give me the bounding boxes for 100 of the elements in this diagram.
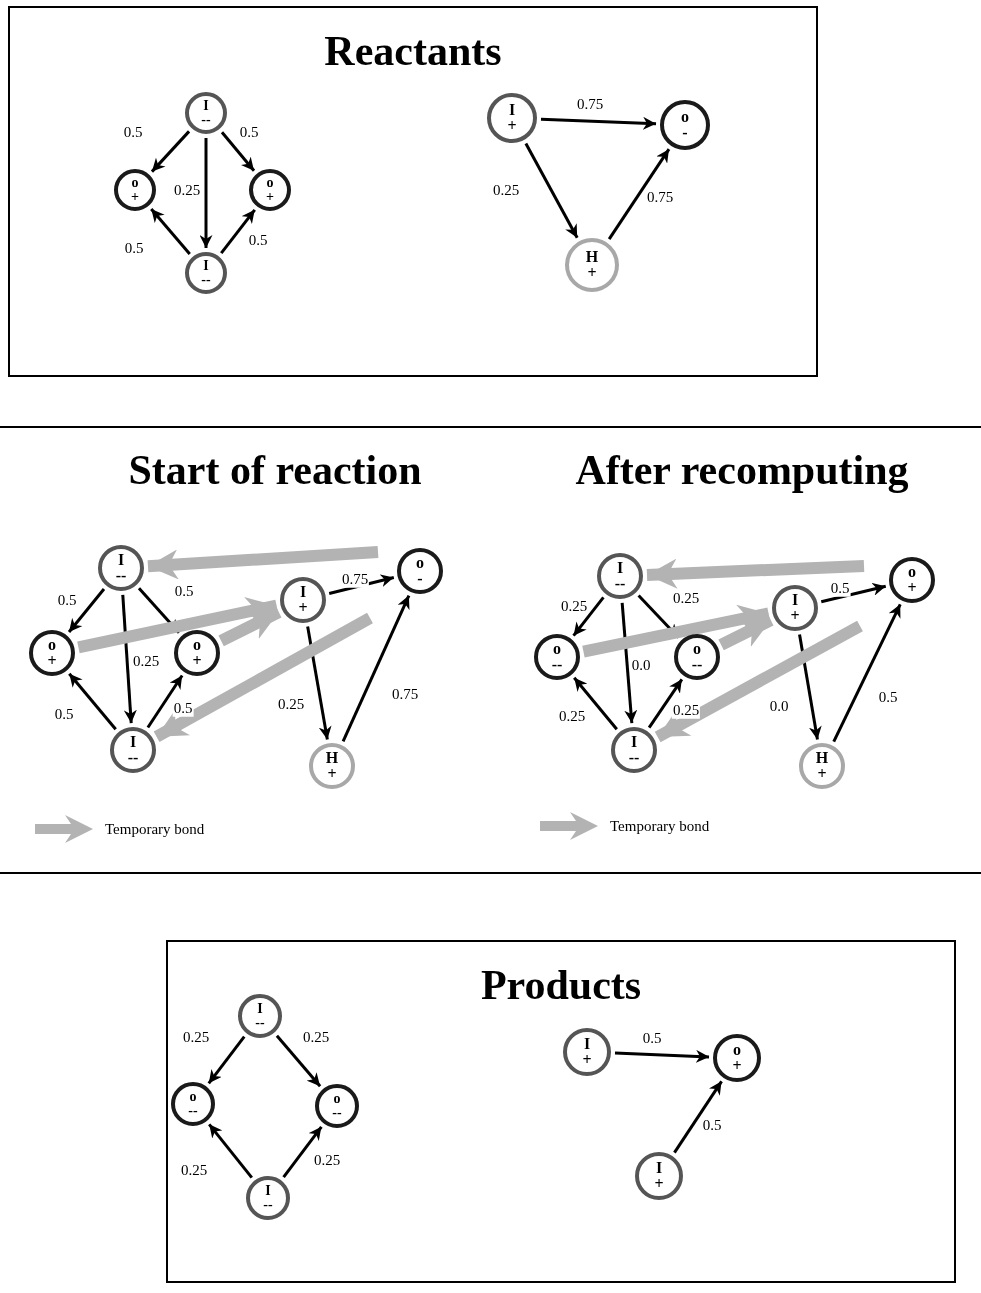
neuron-circle <box>889 557 935 603</box>
arrow <box>137 587 181 634</box>
charge-sign: + <box>131 190 139 204</box>
arrow <box>68 672 117 731</box>
charge-sign: -- <box>691 657 703 673</box>
legend-label: Temporary bond <box>610 817 710 835</box>
charge-sign: + <box>907 580 917 596</box>
charge-sign: -- <box>628 750 640 766</box>
arrow <box>540 116 657 130</box>
neuron-circle <box>238 994 282 1038</box>
arrow <box>220 208 256 255</box>
charge-sign: -- <box>255 1016 265 1030</box>
charge-sign: -- <box>263 1198 273 1212</box>
node-type: o <box>189 1090 197 1104</box>
neuron-circle <box>114 169 156 211</box>
node-type: o <box>193 637 201 653</box>
neuron-circle <box>534 634 580 680</box>
charge-sign: -- <box>188 1104 198 1118</box>
node-type: H <box>815 750 829 766</box>
arrow <box>832 603 902 743</box>
charge-sign: + <box>790 608 800 624</box>
charge-sign: + <box>507 118 517 134</box>
bond-arrow <box>218 606 282 647</box>
neuron-circle <box>611 727 657 773</box>
arrow <box>282 1125 323 1179</box>
neuron-circle <box>674 634 720 680</box>
charge-sign: -- <box>115 568 127 584</box>
arrow <box>607 148 671 240</box>
neuron-circle <box>246 1176 290 1220</box>
node-type: I <box>655 1160 663 1176</box>
arrow <box>199 138 213 248</box>
node-type: I <box>129 734 137 750</box>
arrow <box>620 602 638 724</box>
neuron-circle <box>185 252 227 294</box>
arrow <box>146 674 184 729</box>
neuron-circle <box>315 1084 359 1128</box>
node-type: o <box>416 555 424 571</box>
node-type: H <box>325 750 339 766</box>
charge-sign: + <box>817 766 827 782</box>
charge-sign: + <box>732 1058 742 1074</box>
neuron-circle <box>397 548 443 594</box>
node-type: I <box>203 99 209 113</box>
node-type: I <box>117 552 125 568</box>
legend-label: Temporary bond <box>105 820 205 838</box>
arrow <box>150 130 191 173</box>
neuron-circle <box>185 92 227 134</box>
node-type: o <box>681 109 689 125</box>
node-type: I <box>616 560 624 576</box>
neuron-circle <box>597 553 643 599</box>
node-type: o <box>693 641 701 657</box>
arrow <box>647 678 684 729</box>
arrow <box>798 634 822 740</box>
charge-sign: - <box>682 125 688 141</box>
bond-arrow <box>718 614 774 651</box>
arrow <box>673 1080 723 1154</box>
bond-arrow <box>147 546 379 580</box>
bond-arrow <box>153 612 373 743</box>
node-type: o <box>908 564 916 580</box>
neuron-circle <box>660 100 710 150</box>
neuron-circle <box>174 630 220 676</box>
charge-sign: -- <box>201 273 211 287</box>
node-type: I <box>791 592 799 608</box>
arrow <box>208 1123 253 1179</box>
neuron-circle <box>713 1034 761 1082</box>
arrow <box>207 1035 246 1085</box>
arrow <box>67 588 106 633</box>
charge-sign: -- <box>332 1106 342 1120</box>
node-type: o <box>48 637 56 653</box>
node-type: H <box>585 249 599 265</box>
bond-arrow <box>654 620 863 743</box>
arrow <box>614 1049 710 1063</box>
node-type: I <box>265 1184 271 1198</box>
node-type: I <box>257 1002 263 1016</box>
neuron-circle <box>565 238 619 292</box>
bond-arrow <box>646 558 865 589</box>
section-heading: Start of reaction <box>128 446 422 494</box>
neuron-circle <box>29 630 75 676</box>
neuron-circle <box>563 1028 611 1076</box>
charge-sign: -- <box>551 657 563 673</box>
bond-arrow <box>77 597 278 654</box>
neuron-circle <box>249 169 291 211</box>
neuron-circle <box>280 577 326 623</box>
panel-title: Products <box>480 961 642 1010</box>
charge-sign: - <box>417 571 423 587</box>
charge-sign: + <box>47 653 57 669</box>
node-type: I <box>299 584 307 600</box>
arrow <box>121 594 137 724</box>
node-type: I <box>630 734 638 750</box>
arrow <box>573 676 618 731</box>
charge-sign: -- <box>127 750 139 766</box>
charge-sign: + <box>298 600 308 616</box>
neuron-circle <box>772 585 818 631</box>
neuron-circle <box>799 743 845 789</box>
neuron-circle <box>98 545 144 591</box>
arrow <box>572 596 605 637</box>
neuron-circle <box>487 93 537 143</box>
node-type: o <box>266 176 274 190</box>
node-type: o <box>333 1092 341 1106</box>
node-type: o <box>733 1042 741 1058</box>
neuron-circle <box>309 743 355 789</box>
